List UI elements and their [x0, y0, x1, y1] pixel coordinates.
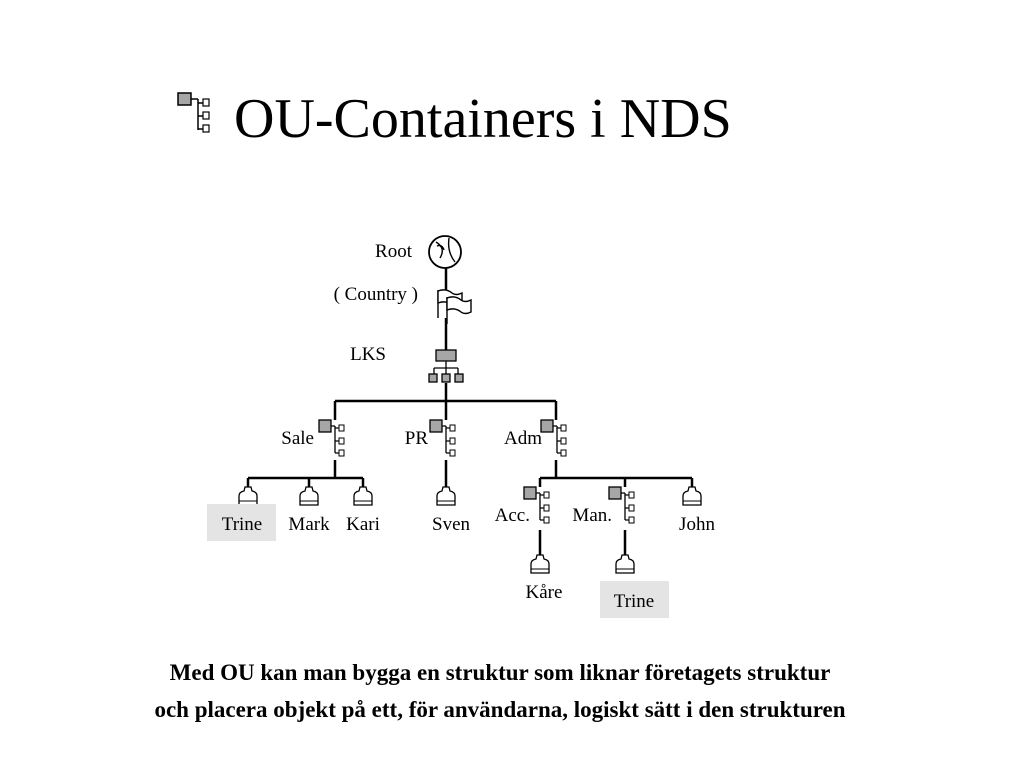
- user-icon: [353, 486, 373, 506]
- ou-label-adm: Adm: [504, 428, 542, 449]
- organization-icon: [428, 349, 464, 383]
- user-icon: [436, 486, 456, 506]
- globe-icon: [428, 235, 462, 269]
- highlight-box: [207, 504, 276, 541]
- user-icon: [530, 554, 550, 574]
- user-label-trine-man: Trine: [614, 591, 654, 612]
- ou-container-icon: [177, 92, 210, 133]
- country-label: ( Country ): [334, 284, 418, 305]
- tree-connectors: [246, 266, 694, 555]
- user-icon: [299, 486, 319, 506]
- ou-label-man: Man.: [572, 505, 612, 526]
- user-label-trine: Trine: [222, 514, 262, 535]
- caption-line: Med OU kan man bygga en struktur som lik…: [169, 660, 831, 685]
- user-label-mark: Mark: [288, 514, 330, 535]
- caption: Med OU kan man bygga en struktur som lik…: [0, 654, 1000, 728]
- user-label-sven: Sven: [432, 514, 471, 535]
- root-label: Root: [375, 241, 413, 262]
- ou-label-acc: Acc.: [495, 505, 530, 526]
- flags-icon: [437, 289, 472, 324]
- ou-container-icon: [318, 419, 345, 457]
- user-label-kare: Kåre: [526, 582, 563, 603]
- ou-label-pr: PR: [405, 428, 429, 449]
- ou-container-icon: [608, 486, 635, 524]
- user-icon: [682, 486, 702, 506]
- user-label-kari: Kari: [346, 514, 380, 535]
- ou-container-icon: [429, 419, 456, 457]
- ou-container-icon: [540, 419, 567, 457]
- ou-label-sale: Sale: [281, 428, 314, 449]
- slide-title: OU-Containers i NDS: [234, 88, 732, 150]
- organization-label: LKS: [350, 344, 386, 365]
- caption-line: och placera objekt på ett, för användarn…: [154, 697, 846, 722]
- highlight-box: [600, 581, 669, 618]
- user-icon: [238, 486, 258, 506]
- user-label-john: John: [679, 514, 715, 535]
- user-icon: [615, 554, 635, 574]
